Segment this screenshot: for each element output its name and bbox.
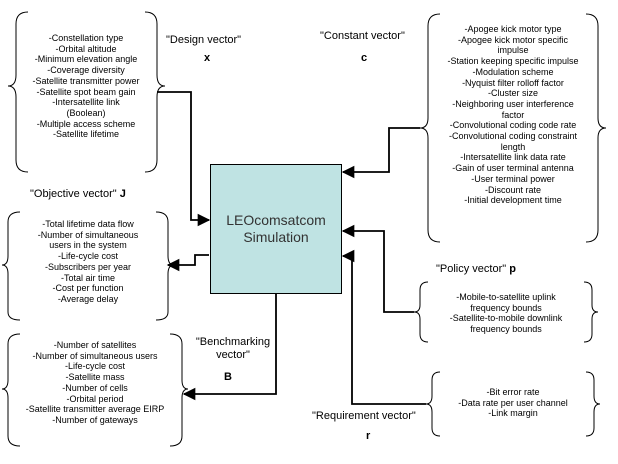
list-item: -Nyquist filter rolloff factor (462, 77, 564, 88)
list-item: -Neighboring user interference (452, 98, 574, 109)
list-item: -Satellite transmitter power (32, 75, 140, 86)
objective-vector-label-text: "Objective vector" (30, 188, 117, 200)
list-item: -Convolutional coding constraint (448, 131, 578, 142)
constant-vector-label: "Constant vector" (320, 30, 405, 42)
requirement-vector-list: -Bit error rate-Data rate per user chann… (432, 387, 594, 419)
list-item: -Initial development time (464, 195, 562, 206)
simulation-title: LEOcomsatcom (226, 212, 326, 228)
list-item: -Apogee kick motor specific (457, 34, 569, 45)
list-item: -Number of satellites (53, 340, 137, 350)
list-item: -Number of simultaneous users (32, 350, 158, 361)
constant-arrow (341, 127, 420, 179)
policy-arrow (341, 224, 414, 313)
policy-vector-symbol: p (509, 263, 516, 275)
list-item: -Average delay (57, 293, 119, 304)
list-item: -Satellite transmitter average EIRP (25, 404, 165, 415)
list-item: -Link margin (488, 408, 538, 419)
list-item: -Constellation type (48, 33, 124, 43)
list-item: -Intersatellite link (52, 97, 120, 108)
list-item: -Life-cycle cost (57, 251, 119, 262)
list-item: -Satellite mass (65, 372, 125, 383)
list-item: -Life-cycle cost (64, 361, 126, 372)
simulation-subtitle: Simulation (243, 229, 309, 245)
list-item: -Number of cells (62, 382, 128, 393)
benchmarking-vector-symbol: B (224, 371, 232, 383)
list-item: -Total lifetime data flow (42, 219, 134, 229)
list-item: -Multiple access scheme (36, 118, 136, 129)
design-vector-list: -Constellation type-Orbital altitude-Min… (16, 33, 156, 140)
list-item: -Number of gateways (52, 414, 138, 425)
list-item: -Coverage diversity (47, 65, 125, 76)
list-item: -Number of simultaneous (37, 229, 139, 240)
simulation-box: LEOcomsatcom Simulation (210, 164, 342, 294)
requirement-vector-symbol: r (366, 430, 371, 442)
list-item: -Discount rate (484, 184, 542, 195)
list-item: length (500, 141, 526, 152)
list-item: factor (501, 109, 525, 120)
benchmarking-vector-label: "Benchmarking vector" (190, 336, 276, 362)
list-item: frequency bounds (470, 302, 542, 313)
list-item: (Boolean) (66, 107, 106, 118)
benchmarking-label-line1: "Benchmarking (195, 336, 271, 348)
policy-vector-label-text: "Policy vector" (436, 263, 507, 275)
list-item: -Cost per function (52, 283, 124, 294)
list-item: -Convolutional coding code rate (449, 120, 577, 131)
list-item: impulse (497, 45, 529, 56)
list-item: -Apogee kick motor type (464, 24, 562, 34)
design-vector-symbol: x (204, 52, 211, 64)
list-item: -Station keeping specific impulse (447, 56, 579, 67)
list-item: -Bit error rate (486, 387, 540, 397)
requirement-vector-label: "Requirement vector" (312, 410, 416, 422)
design-brace (7, 11, 166, 173)
constant-vector-symbol: c (361, 52, 368, 64)
objective-vector-label: "Objective vector" J (30, 188, 126, 201)
list-item: users in the system (49, 240, 127, 251)
policy-vector-label: "Policy vector" p (436, 263, 516, 276)
list-item: -User terminal power (471, 173, 555, 184)
list-item: -Total air time (60, 272, 115, 283)
design-arrow (157, 91, 211, 227)
list-item: -Satellite lifetime (52, 129, 120, 140)
list-item: -Intersatellite link data rate (460, 152, 566, 163)
benchmarking-arrow (182, 294, 277, 401)
list-item: -Orbital period (66, 393, 124, 404)
list-item: -Gain of user terminal antenna (452, 163, 574, 174)
list-item: -Subscribers per year (44, 261, 132, 272)
objective-vector-symbol: J (119, 188, 126, 200)
list-item: -Minimum elevation angle (34, 54, 138, 65)
list-item: -Satellite-to-mobile downlink (449, 313, 563, 324)
list-item: -Orbital altitude (55, 43, 117, 54)
list-item: frequency bounds (470, 324, 542, 335)
list-item: -Satellite spot beam gain (36, 86, 136, 97)
design-vector-label: "Design vector" (166, 34, 242, 46)
list-item: -Modulation scheme (472, 66, 554, 77)
requirement-arrow (341, 249, 426, 405)
objective-vector-list: -Total lifetime data flow-Number of simu… (8, 219, 168, 305)
constant-vector-list: -Apogee kick motor type-Apogee kick moto… (428, 24, 598, 206)
benchmarking-vector-list: -Number of satellites-Number of simultan… (8, 340, 182, 426)
benchmarking-label-line2: vector" (216, 349, 250, 361)
list-item: -Cluster size (487, 88, 538, 99)
objective-arrow (166, 254, 209, 272)
list-item: -Mobile-to-satellite uplink (456, 292, 556, 302)
list-item: -Data rate per user channel (458, 397, 568, 408)
